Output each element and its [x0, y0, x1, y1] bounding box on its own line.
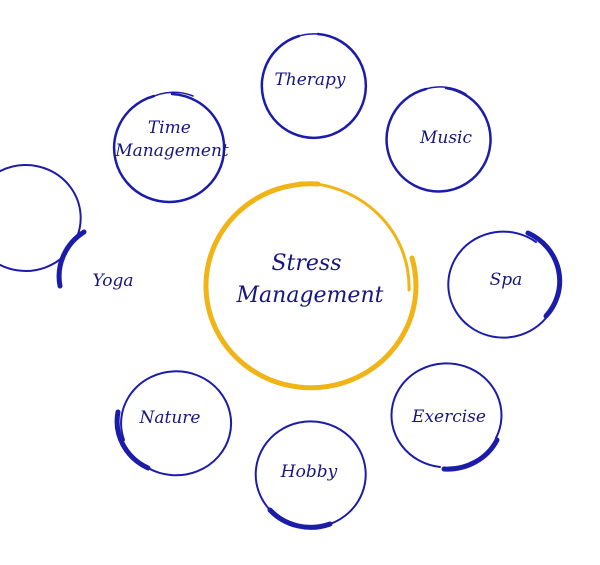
node-spa: Spa: [447, 230, 563, 339]
node-hobby-label-line1: Hobby: [280, 462, 338, 482]
node-music: Music: [385, 86, 492, 193]
node-time-management-ring: [112, 92, 226, 204]
node-hobby-ring-accent: [267, 507, 333, 530]
center-ring: [203, 181, 419, 391]
node-therapy-ring-tail: [295, 33, 339, 41]
node-yoga-label: Yoga: [93, 271, 134, 291]
node-hobby: Hobby: [254, 420, 367, 530]
node-yoga: Yoga: [0, 164, 134, 291]
node-music-label: Music: [419, 128, 473, 148]
node-exercise-ring: [390, 362, 503, 468]
node-yoga-ring-accent: [56, 229, 87, 289]
node-yoga-ring: [0, 164, 82, 272]
node-music-ring: [385, 86, 492, 193]
node-spa-label-line1: Spa: [490, 270, 523, 290]
node-nature-label-line1: Nature: [139, 408, 201, 428]
node-therapy: Therapy: [260, 32, 368, 140]
node-time-management-label-line2: Management: [114, 141, 229, 161]
node-nature-ring: [120, 370, 233, 477]
center-title-line2: Management: [236, 283, 384, 308]
node-spa-ring-accent: [525, 230, 563, 319]
node-exercise-label: Exercise: [411, 407, 486, 427]
node-exercise: Exercise: [390, 362, 503, 472]
node-time-management-ring-tail: [149, 91, 194, 99]
node-exercise-ring-accent: [441, 437, 500, 472]
node-nature-label: Nature: [139, 408, 201, 428]
node-yoga-label-line1: Yoga: [93, 271, 134, 291]
node-therapy-label-line1: Therapy: [274, 70, 345, 90]
node-time-management-label: Time Management: [114, 118, 229, 161]
node-music-label-line1: Music: [419, 128, 473, 148]
node-nature: Nature: [114, 370, 233, 477]
center-title: Stress Management: [236, 251, 384, 308]
node-hobby-label: Hobby: [280, 462, 338, 482]
node-therapy-label: Therapy: [274, 70, 345, 90]
node-nature-ring-accent: [114, 409, 151, 471]
node-hobby-ring: [254, 420, 367, 525]
node-spa-label: Spa: [490, 270, 523, 290]
node-time-management: Time Management: [112, 91, 229, 204]
node-time-management-label-line1: Time: [148, 118, 191, 138]
center-title-line1: Stress: [271, 251, 341, 276]
node-music-ring-tail: [422, 86, 467, 95]
center-node: Stress Management: [203, 181, 419, 391]
center-ring-overlap: [298, 181, 411, 292]
node-therapy-ring: [260, 32, 368, 140]
node-exercise-label-line1: Exercise: [411, 407, 486, 427]
node-spa-ring: [447, 230, 547, 339]
